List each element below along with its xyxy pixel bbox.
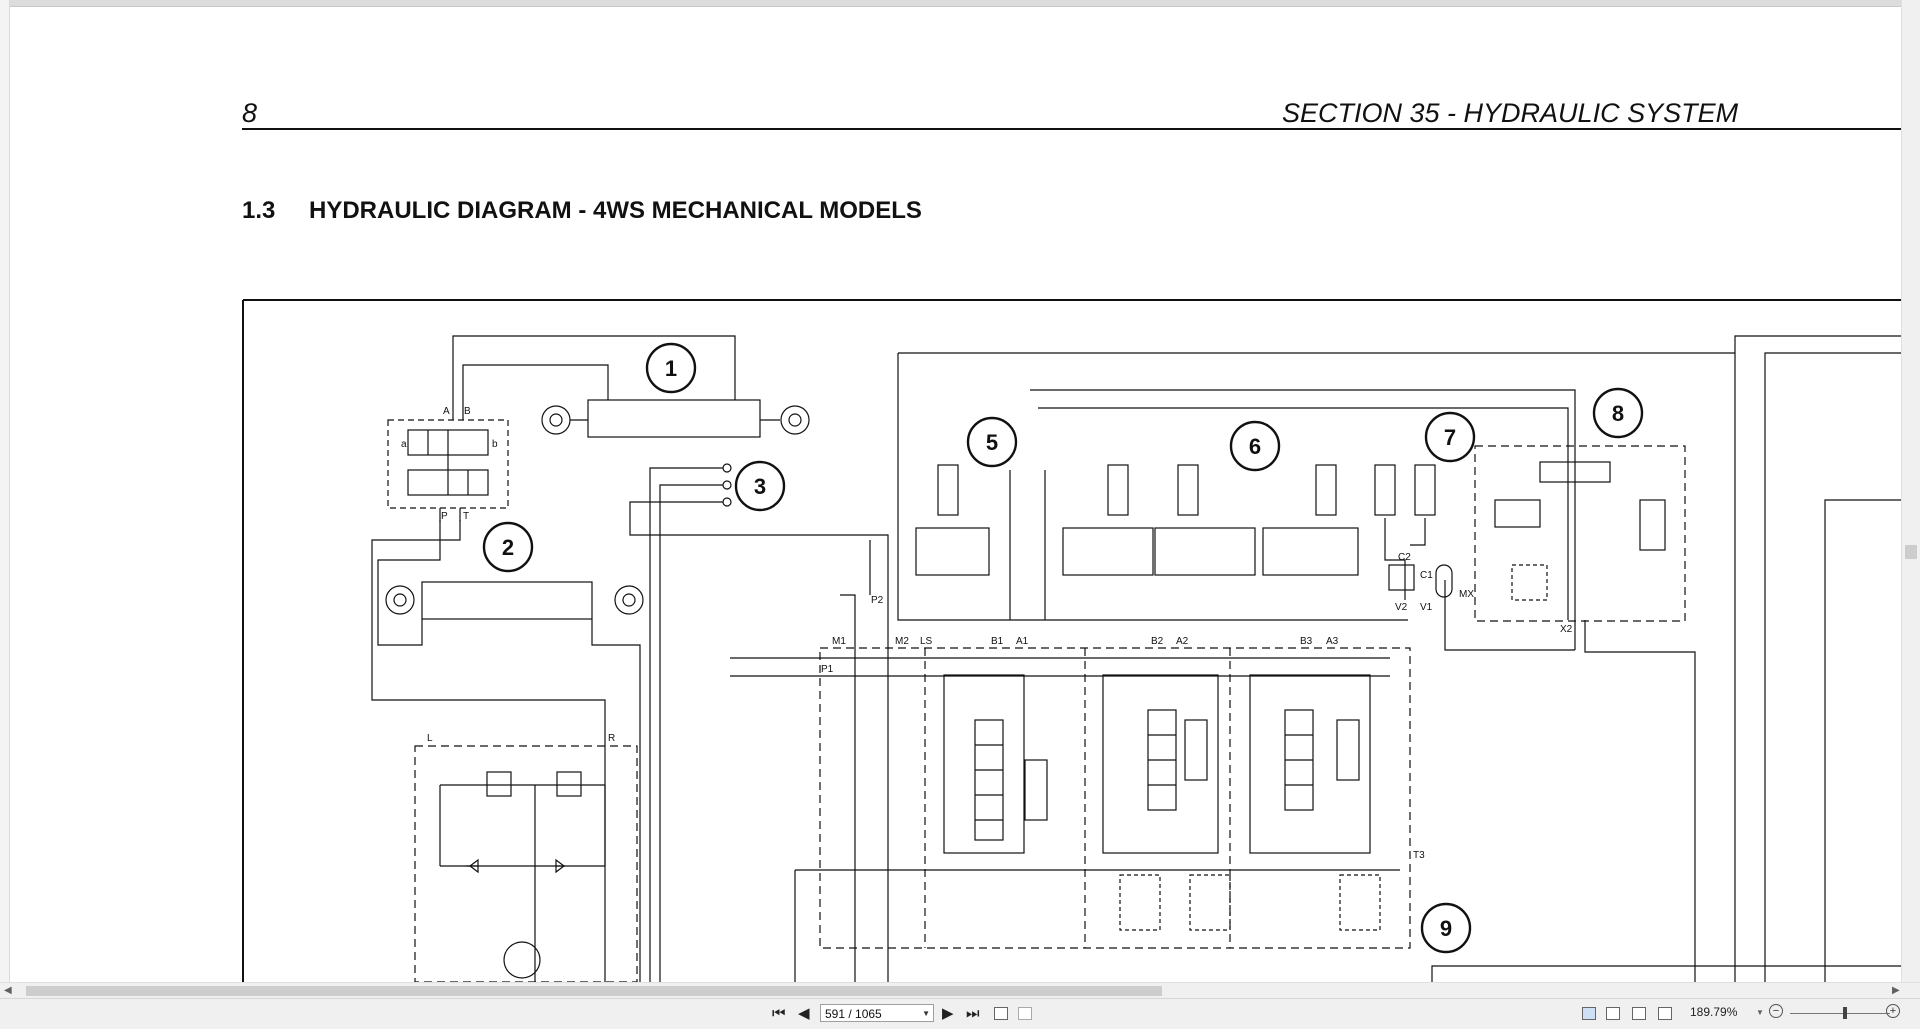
page-indicator-input[interactable]: 591 / 1065 ▼: [820, 1004, 934, 1022]
header-rule: [242, 128, 1902, 130]
zoom-slider-knob[interactable]: [1843, 1007, 1847, 1019]
label-a: a: [401, 439, 407, 450]
callout-2: 2: [502, 535, 514, 560]
label-MX: MX: [1459, 589, 1474, 600]
page-number: 8: [242, 98, 258, 128]
label-V2: V2: [1395, 602, 1408, 613]
label-P: P: [441, 511, 448, 522]
single-page-icon[interactable]: [1582, 1007, 1596, 1020]
continuous-icon[interactable]: [1606, 1007, 1620, 1020]
label-X2: X2: [1560, 624, 1573, 635]
label-V1: V1: [1420, 602, 1433, 613]
prev-page-icon[interactable]: ◀: [798, 1005, 810, 1022]
last-page-icon[interactable]: ⏭: [966, 1005, 980, 1022]
label-M2: M2: [895, 636, 909, 647]
chevron-down-icon[interactable]: ▼: [922, 1009, 930, 1018]
hydraulic-diagram: 1 2 3 5 6 7 8 9 A B a b P T L R M1 M2 LS…: [242, 299, 1902, 982]
scroll-right-icon[interactable]: ▶: [1892, 985, 1900, 996]
heading-number: 1.3: [242, 197, 276, 224]
viewer-top-edge: [0, 0, 1920, 7]
callout-3: 3: [754, 474, 766, 499]
first-page-icon[interactable]: ⏮: [772, 1005, 786, 1022]
label-C1: C1: [1420, 570, 1433, 581]
label-A2: A2: [1176, 636, 1189, 647]
prev-view-icon[interactable]: [994, 1007, 1008, 1020]
zoom-dropdown-icon[interactable]: ▼: [1756, 1008, 1764, 1017]
zoom-slider[interactable]: [1790, 1013, 1890, 1014]
next-view-icon[interactable]: [1018, 1007, 1032, 1020]
horizontal-scroll-thumb[interactable]: [26, 986, 1162, 996]
label-R: R: [608, 733, 615, 744]
horizontal-scrollbar[interactable]: ◀ ▶: [0, 982, 1920, 999]
facing-icon[interactable]: [1632, 1007, 1646, 1020]
label-L: L: [427, 733, 433, 744]
heading-text: HYDRAULIC DIAGRAM - 4WS MECHANICAL MODEL…: [309, 197, 922, 224]
label-T3: T3: [1413, 850, 1425, 861]
label-P2: P2: [871, 595, 884, 606]
callout-7: 7: [1444, 425, 1456, 450]
callout-5: 5: [986, 430, 998, 455]
label-P1: P1: [821, 664, 834, 675]
callout-8: 8: [1612, 401, 1624, 426]
label-M1: M1: [832, 636, 846, 647]
label-T: T: [463, 511, 469, 522]
scroll-left-icon[interactable]: ◀: [4, 985, 12, 996]
zoom-in-icon[interactable]: +: [1886, 1004, 1900, 1018]
viewer-left-edge: [0, 0, 10, 982]
label-B1: B1: [991, 636, 1004, 647]
document-viewport[interactable]: 8 SECTION 35 - HYDRAULIC SYSTEM 1.3 HYDR…: [0, 0, 1920, 982]
vertical-scroll-thumb[interactable]: [1905, 545, 1917, 559]
label-LS: LS: [920, 636, 933, 647]
callout-9: 9: [1440, 916, 1452, 941]
label-A1: A1: [1016, 636, 1029, 647]
continuous-facing-icon[interactable]: [1658, 1007, 1672, 1020]
label-A: A: [443, 406, 450, 417]
vertical-scrollbar[interactable]: [1901, 0, 1920, 982]
label-A3: A3: [1326, 636, 1339, 647]
page-indicator: 591 / 1065: [825, 1007, 882, 1021]
label-B3: B3: [1300, 636, 1313, 647]
callout-6: 6: [1249, 434, 1261, 459]
label-C2: C2: [1398, 552, 1411, 563]
zoom-level[interactable]: 189.79%: [1690, 1005, 1738, 1019]
label-B2: B2: [1151, 636, 1164, 647]
zoom-out-icon[interactable]: −: [1769, 1004, 1783, 1018]
label-B: B: [464, 406, 471, 417]
status-bar: ⏮ ◀ 591 / 1065 ▼ ▶ ⏭ 189.79% ▼ − +: [0, 998, 1920, 1029]
next-page-icon[interactable]: ▶: [942, 1005, 954, 1022]
callout-1: 1: [665, 356, 677, 381]
label-b: b: [492, 439, 498, 450]
section-title: SECTION 35 - HYDRAULIC SYSTEM: [1282, 98, 1739, 128]
